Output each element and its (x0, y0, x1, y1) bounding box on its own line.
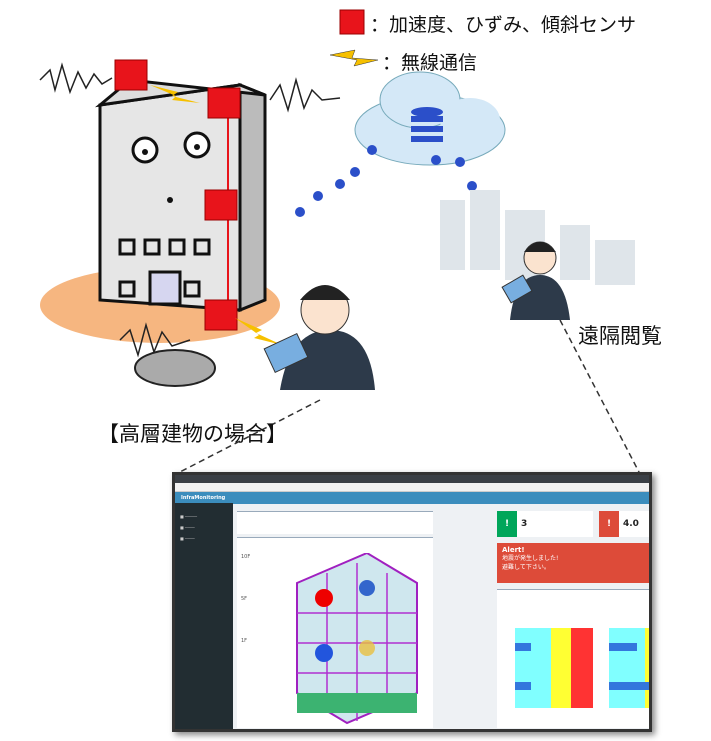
drift-charts (515, 628, 649, 708)
drift-chart-right (609, 628, 649, 708)
database-icon (411, 107, 443, 142)
monitoring-app-screenshot: InfraMonitoring ■ ───── ■ ──── ■ ──── 10… (172, 472, 652, 732)
wireless-legend-label: ：無線通信 (382, 52, 478, 74)
connector-line (559, 319, 641, 475)
sensor-legend-label: ：加速度、ひずみ、傾斜センサ (370, 14, 637, 36)
building-face-icon (131, 131, 211, 203)
seismic-wave-left (39, 62, 113, 95)
floor-label: 5F (241, 596, 248, 602)
browser-url-bar (175, 483, 649, 492)
sidebar-item[interactable]: ■ ──── (180, 536, 195, 541)
catfish-icon (134, 349, 216, 387)
wireless-lightning-icon (329, 49, 379, 67)
drift-chart-left (515, 628, 593, 708)
app-header: InfraMonitoring (175, 492, 649, 504)
alert-title: Alert! (502, 546, 525, 554)
remote-view-label: 遠隔閲覧 (578, 324, 662, 348)
info-panel (237, 511, 433, 534)
wireless-lightning-icon (235, 318, 282, 345)
alert-icon: ! (599, 511, 619, 537)
remote-person-icon (501, 241, 570, 320)
main-content: 10F 5F 1F !3 !4.0 Alert! 地震が発生しました! (233, 503, 649, 729)
wireless-dots (295, 145, 493, 217)
person-with-tablet-icon (263, 285, 375, 390)
earthquake-alert: Alert! 地震が発生しました! 避難して下さい。 (497, 543, 649, 583)
sidebar-item[interactable]: ■ ──── (180, 525, 195, 530)
browser-tab-bar (175, 475, 649, 483)
building-windows (118, 238, 211, 298)
sensor-cube-icons (114, 9, 365, 331)
high-rise-caption: 【高層建物の場合】 (98, 422, 287, 446)
floor-label: 10F (241, 554, 251, 560)
alert-line-2: 避難して下さい。 (502, 564, 550, 571)
alert-icon: ! (497, 511, 517, 537)
sidebar-item[interactable]: ■ ───── (180, 514, 198, 519)
alert-line-1: 地震が発生しました! (502, 555, 559, 562)
building-side (238, 82, 267, 313)
drift-charts-panel (497, 589, 649, 728)
sidebar: ■ ───── ■ ──── ■ ──── (175, 503, 233, 729)
building-model-panel: 10F 5F 1F (237, 537, 433, 728)
building-door (148, 270, 182, 306)
building-3d-model (296, 553, 418, 725)
kpi-card-1: !3 (497, 511, 593, 537)
wireless-lightning-icon (150, 85, 200, 103)
connector-line (175, 399, 321, 475)
seismic-wave-bottom (119, 322, 191, 358)
seismic-wave-right (269, 77, 341, 113)
floor-label: 1F (241, 638, 248, 644)
kpi-value: 3 (521, 519, 528, 529)
kpi-value: 4.0 (623, 519, 639, 529)
kpi-card-2: ! 4.0 (599, 511, 649, 537)
brand: InfraMonitoring (181, 495, 226, 501)
